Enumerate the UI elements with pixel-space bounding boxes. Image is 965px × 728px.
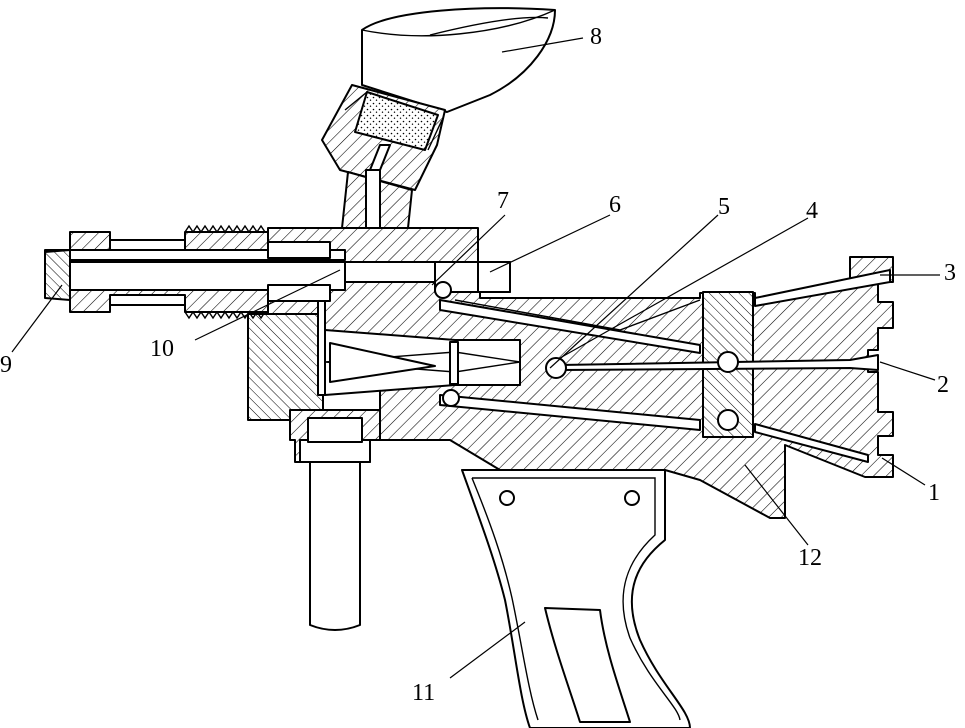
label-3: 3: [944, 260, 956, 286]
part-labels: 1 2 3 4 5 6 7 8 9 10 11 12: [0, 24, 956, 706]
label-12: 12: [798, 545, 822, 571]
label-9: 9: [0, 352, 12, 378]
rear-tube-assembly: [44, 224, 346, 320]
label-4: 4: [806, 198, 818, 224]
label-8: 8: [590, 24, 602, 50]
injector-chamber: [324, 329, 521, 396]
label-11: 11: [412, 680, 435, 706]
powder-hopper: [361, 7, 556, 113]
hopper-neck: [341, 169, 413, 231]
label-6: 6: [609, 192, 621, 218]
label-1: 1: [928, 480, 940, 506]
ball-check-5: [545, 357, 567, 379]
label-7: 7: [497, 188, 509, 214]
ball-valve-lower: [442, 389, 460, 407]
handle: [461, 469, 691, 728]
lower-fitting: [289, 409, 381, 631]
gas-channels: [439, 269, 891, 463]
label-5: 5: [718, 194, 730, 220]
label-10: 10: [150, 336, 174, 362]
ball-valve-upper: [434, 281, 452, 299]
ball-check-lower: [717, 409, 739, 431]
leader-lines: [11, 37, 940, 679]
label-2: 2: [937, 372, 949, 398]
ball-check-2: [717, 351, 739, 373]
